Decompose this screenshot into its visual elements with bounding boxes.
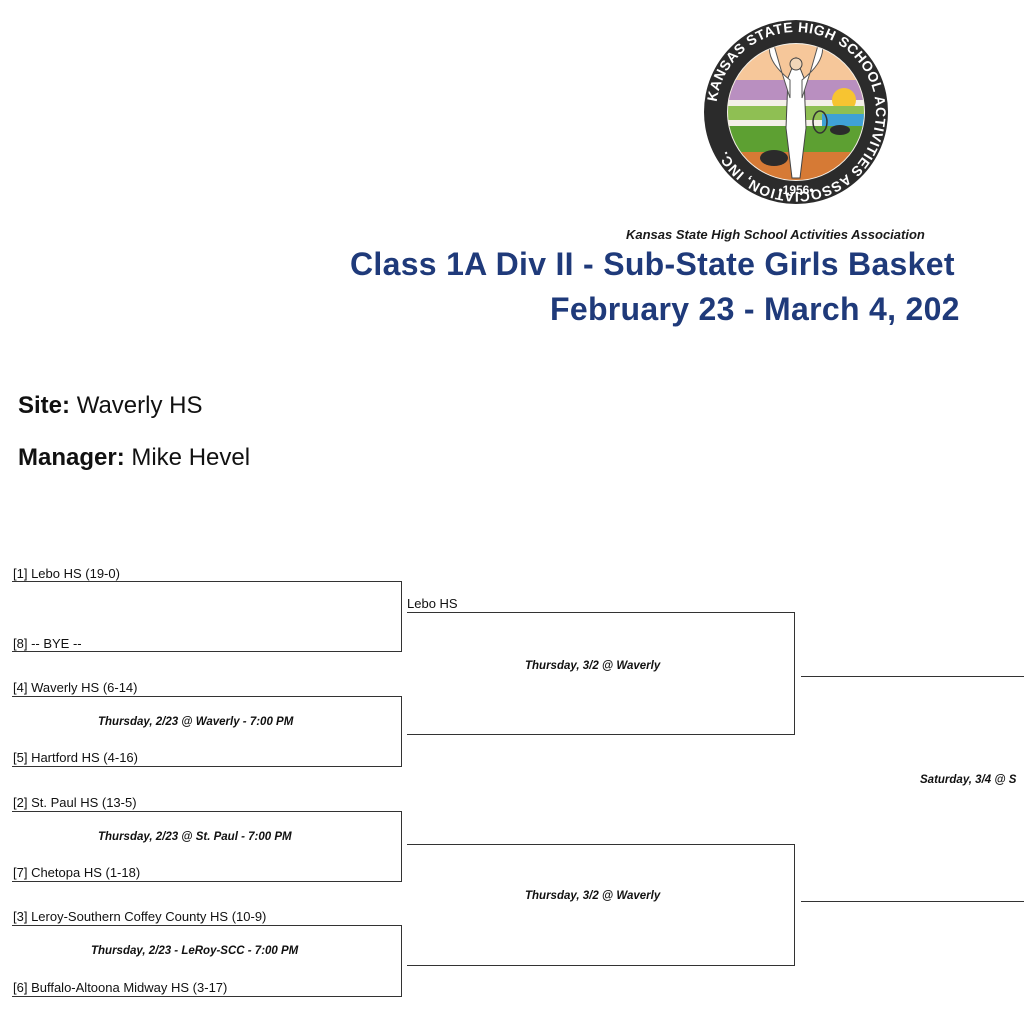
site-info: Site: Waverly HS <box>18 392 202 420</box>
team-slot: [5] Hartford HS (4-16) <box>13 750 138 765</box>
bracket-line <box>12 581 402 582</box>
site-value: Waverly HS <box>76 392 203 419</box>
logo-year: •1956• <box>778 183 813 197</box>
bracket-line <box>401 696 402 767</box>
bracket-line <box>801 901 1024 902</box>
team-slot: [1] Lebo HS (19-0) <box>13 566 120 581</box>
tournament-dates: February 23 - March 4, 202 <box>550 291 960 327</box>
team-slot: [4] Waverly HS (6-14) <box>13 680 138 695</box>
organization-name: Kansas State High School Activities Asso… <box>626 227 925 242</box>
team-slot: [3] Leroy-Southern Coffey County HS (10-… <box>13 909 267 924</box>
page-title: Class 1A Div II - Sub-State Girls Basket <box>350 246 955 282</box>
manager-value: Mike Hevel <box>131 444 251 471</box>
team-slot: [7] Chetopa HS (1-18) <box>13 865 141 880</box>
bracket-line <box>794 612 795 735</box>
bracket-line <box>12 696 402 697</box>
bracket-line <box>12 881 402 882</box>
bracket-line <box>12 811 402 812</box>
bracket-line <box>407 734 795 735</box>
manager-info: Manager: Mike Hevel <box>18 444 250 472</box>
bracket-line <box>12 651 402 652</box>
game-info: Saturday, 3/4 @ S <box>920 774 1017 786</box>
bracket-line <box>407 844 795 845</box>
team-slot: [2] St. Paul HS (13-5) <box>13 795 137 810</box>
manager-label: Manager: <box>18 444 125 471</box>
game-info: Thursday, 3/2 @ Waverly <box>525 660 661 672</box>
bracket-line <box>12 766 402 767</box>
bracket-line <box>407 965 795 966</box>
bracket-line <box>794 844 795 966</box>
team-slot: [8] -- BYE -- <box>13 636 82 651</box>
winner-slot: Lebo HS <box>407 596 458 611</box>
bracket-line <box>401 581 402 652</box>
bracket-line <box>801 676 1024 677</box>
game-info: Thursday, 2/23 @ St. Paul - 7:00 PM <box>98 831 292 843</box>
game-info: Thursday, 2/23 @ Waverly - 7:00 PM <box>98 716 294 728</box>
bracket-line <box>407 612 795 613</box>
team-slot: [6] Buffalo-Altoona Midway HS (3-17) <box>13 980 228 995</box>
bracket-line <box>401 925 402 996</box>
bracket-line <box>12 925 402 926</box>
bracket-line <box>401 811 402 882</box>
game-info: Thursday, 2/23 - LeRoy-SCC - 7:00 PM <box>91 945 299 957</box>
game-info: Thursday, 3/2 @ Waverly <box>525 890 661 902</box>
bracket-line <box>12 996 402 997</box>
site-label: Site: <box>18 392 71 419</box>
kshsaa-logo: KANSAS STATE HIGH SCHOOL ACTIVITIES ASSO… <box>702 18 890 206</box>
